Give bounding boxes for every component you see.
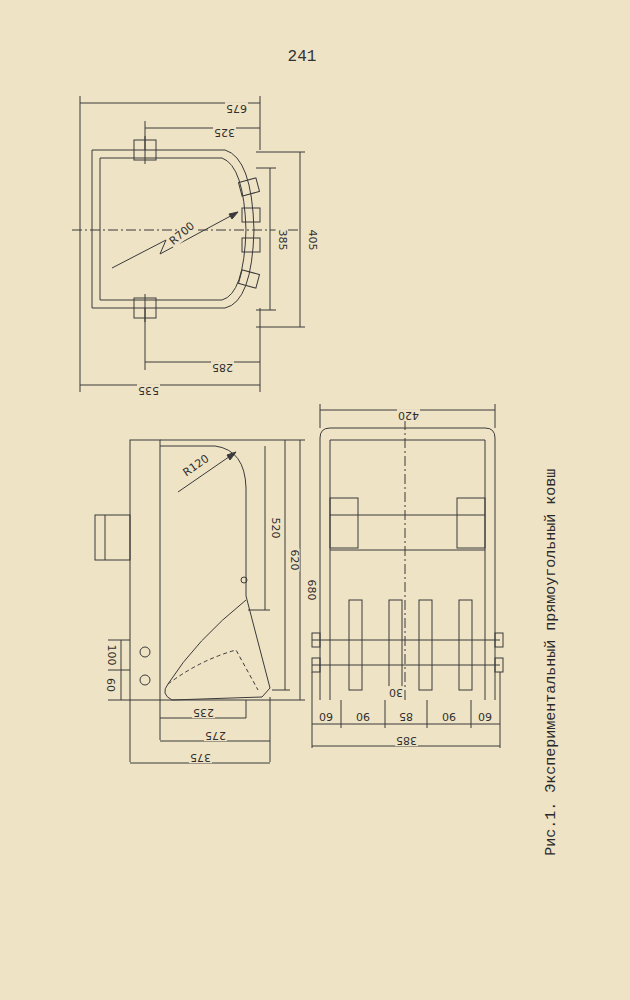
dimension-label: 325 <box>213 126 236 138</box>
dimension-label: 405 <box>305 229 317 252</box>
dimension-label: R700 <box>166 220 197 249</box>
dimension-label: 30 <box>388 686 404 698</box>
side-view <box>95 440 305 763</box>
dimension-label: 375 <box>189 751 212 763</box>
dimension-label: 420 <box>397 409 420 421</box>
dimension-label: 60 <box>104 677 116 693</box>
dimension-label: 60 <box>318 710 334 722</box>
dimension-label: 285 <box>211 361 234 373</box>
dimension-label: 85 <box>398 710 414 722</box>
dimension-label: 275 <box>204 729 227 741</box>
dimension-label: 535 <box>137 384 160 396</box>
dimension-label: 90 <box>355 710 371 722</box>
dimension-label: 680 <box>304 579 316 602</box>
front-view <box>312 404 503 748</box>
dimension-label: 520 <box>268 517 280 540</box>
dimension-label: R120 <box>180 452 212 479</box>
dimension-label: 385 <box>275 229 287 252</box>
dimension-label: 620 <box>287 549 299 572</box>
dimension-label: 100 <box>104 644 116 667</box>
page-number: 241 <box>287 49 318 67</box>
plan-view <box>72 96 305 392</box>
dimension-label: 90 <box>441 710 457 722</box>
dimension-label: 385 <box>395 734 418 746</box>
dimension-label: 60 <box>477 710 493 722</box>
dimension-label: 235 <box>192 706 215 718</box>
figure-caption: Рис.1. Экспериментальный прямоугольный к… <box>545 468 562 855</box>
dimension-label: 675 <box>225 102 248 114</box>
